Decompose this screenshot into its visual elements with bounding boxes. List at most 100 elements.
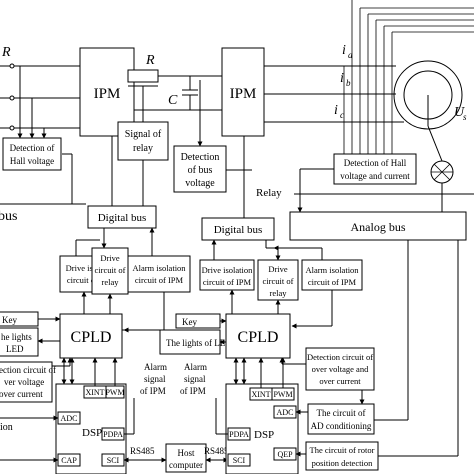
alarm-signal-left-1: Alarm [144,362,167,372]
current-b-subscript: b [346,78,351,88]
overvoltage-left-label-1: ection circuit of [0,365,56,375]
host-computer-label-2: computer [169,460,203,470]
dsp-right-label: DSP [254,429,274,441]
overvoltage-left-label-3: over current [0,389,43,399]
alarm-isolation-left-label-1: Alarm isolation [132,263,186,273]
terminal-node [9,95,15,101]
resistor-left-label: R [1,45,11,60]
hall-voltage-current-box [333,153,417,185]
drive-relay-right-label-2: circuit of [263,276,294,286]
ipm-right-box [221,47,265,137]
bus-voltage-label-3: voltage [185,178,215,189]
lights-left-label-2: LED [6,344,24,354]
digital-bus-right-label: Digital bus [214,224,263,236]
lights-left-box [0,327,39,357]
xint-left-label: XINT [85,388,104,397]
drive-isolation-right-label-2: circuit of IPM [203,277,252,287]
adc-left-label: ADC [61,414,78,423]
capacitor-label: C [168,93,178,108]
alarm-isolation-left-box [127,255,191,293]
key-left-label: Key [2,315,17,325]
terminal-node [9,125,15,131]
alarm-isolation-right-box [301,259,363,291]
overvoltage-right-label-1: Detection circuit of [307,352,373,362]
pdpa-right-label: PDPA [229,430,249,439]
hall-voltage-label-2: Hall voltage [10,156,54,166]
ad-conditioning-label-1: The circuit of [317,408,366,418]
alarm-signal-left-2: signal [144,374,166,384]
alarm-signal-left-3: of IPM [140,386,166,396]
cap-left-label: CAP [61,456,77,465]
ad-conditioning-label-2: AD conditioning [311,421,372,431]
key-right-label: Key [182,317,197,327]
sci-right-port [227,453,251,467]
drive-relay-left-label-1: Drive [100,253,120,263]
terminal-node [9,63,15,69]
sci-left-label: SCI [107,456,120,465]
xint-right-label: XINT [251,390,270,399]
overvoltage-detection-right-box [305,347,375,391]
digital-bus-left-label: Digital bus [98,212,147,224]
qep-right-label: QEP [277,450,293,459]
relay-signal-label-1: Signal of [125,129,162,140]
bus-voltage-label-2: of bus [188,165,213,176]
drive-isolation-left-label-1: Drive isolation [66,263,118,273]
encoder-link [427,125,443,162]
drive-relay-left-label-2: circuit of [95,265,126,275]
pdpa-left-label: PDPA [103,430,123,439]
motor-stator-outer [393,60,463,130]
alarm-isolation-left-label-2: circuit of IPM [135,275,184,285]
current-a-subscript: a [348,50,353,60]
host-computer-label-1: Host [177,448,195,458]
rs485-right-label: RS485 [204,446,229,456]
current-c-label: i [334,103,338,118]
digital-bus-left-box [87,205,157,229]
ipm-left-label: IPM [94,86,121,102]
resistor-mid-label: R [145,53,155,68]
current-a-label: i [342,43,346,58]
hall-vc-label-2: voltage and current [340,171,410,181]
pwm-right-label: PWM [273,390,292,399]
rs485-left-label: RS485 [130,446,155,456]
lights-right-label: The lights of LED [166,338,232,348]
cpld-right-label: CPLD [238,329,279,346]
drive-isolation-right-box [199,259,255,291]
cpld-right-box [225,313,291,359]
alarm-signal-right-3: of IPM [180,386,206,396]
bus-voltage-label-1: Detection [181,152,220,163]
alarm-signal-right-2: signal [184,374,206,384]
drive-relay-right-box [257,259,299,301]
drive-relay-left-label-3: relay [102,277,120,287]
current-b-label: i [340,71,344,86]
pwm-left-label: PWM [105,388,124,397]
cpld-left-box [59,313,123,359]
cpld-left-label: CPLD [71,329,112,346]
voltage-us-label: U [454,105,465,120]
rotor-position-label-1: The circuit of rotor [310,445,375,455]
digital-bus-right-box [201,217,275,241]
ad-conditioning-box [307,403,375,435]
hall-vc-label-1: Detection of Hall [344,158,407,168]
dsp-left-label: DSP [82,427,102,439]
sci-right-label: SCI [233,456,246,465]
sensor-wire-bundle [343,0,474,154]
voltage-us-subscript: s [463,112,467,122]
alarm-isolation-right-label-1: Alarm isolation [305,265,359,275]
left-bus-label: bus [0,209,17,224]
hall-voltage-detection-box [2,137,62,171]
ipm-left-box [79,47,135,137]
ipm-right-label: IPM [230,86,257,102]
drive-relay-right-label-1: Drive [268,264,288,274]
drive-isolation-right-label-1: Drive isolation [202,265,254,275]
overvoltage-right-label-2: over voltage and [312,364,369,374]
drive-relay-right-label-3: relay [270,288,288,298]
drive-relay-left-box [91,247,129,295]
rotor-position-label-2: position detection [312,458,373,468]
overvoltage-right-label-3: over current [319,376,361,386]
hall-voltage-label-1: Detection of [10,143,55,153]
bus-voltage-detection-box [173,145,227,193]
overvoltage-left-label-2: ver voltage [4,377,44,387]
alarm-isolation-right-label-2: circuit of IPM [308,277,357,287]
ion-left-label: ion [0,422,13,433]
